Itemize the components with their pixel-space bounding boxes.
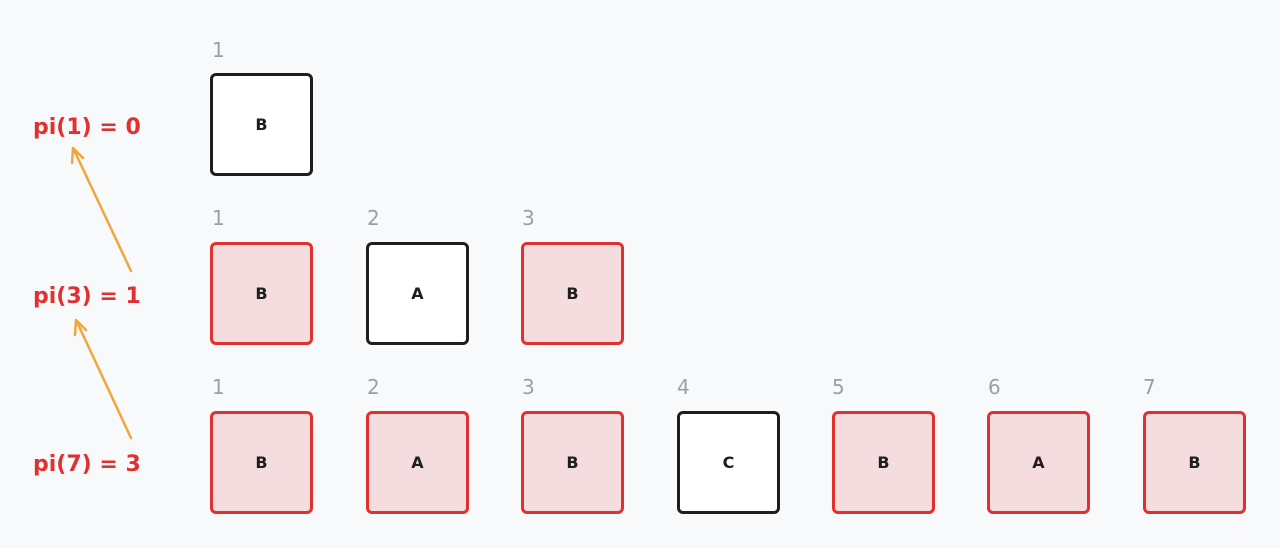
cell-row-3-1: B — [210, 411, 313, 514]
index-label: 6 — [988, 375, 1001, 399]
pi-label-row-1: pi(1) = 0 — [33, 115, 141, 140]
cell-row-3-4: C — [677, 411, 780, 514]
cell-row-3-5: B — [832, 411, 935, 514]
cell-row-2-2: A — [366, 242, 469, 345]
index-label: 7 — [1143, 375, 1156, 399]
cell-row-3-3: B — [521, 411, 624, 514]
index-label: 1 — [212, 38, 225, 62]
index-label: 2 — [367, 375, 380, 399]
index-label: 4 — [677, 375, 690, 399]
cell-row-1-1: B — [210, 73, 313, 176]
cell-row-2-1: B — [210, 242, 313, 345]
index-label: 1 — [212, 375, 225, 399]
cell-row-2-3: B — [521, 242, 624, 345]
index-label: 5 — [832, 375, 845, 399]
cell-row-3-7: B — [1143, 411, 1246, 514]
arrow-pi7-to-pi3 — [73, 318, 133, 440]
pi-label-row-3: pi(7) = 3 — [33, 452, 141, 477]
index-label: 1 — [212, 206, 225, 230]
index-label: 3 — [522, 375, 535, 399]
pi-label-row-2: pi(3) = 1 — [33, 284, 141, 309]
cell-row-3-2: A — [366, 411, 469, 514]
arrow-pi3-to-pi1 — [70, 146, 133, 273]
cell-row-3-6: A — [987, 411, 1090, 514]
index-label: 2 — [367, 206, 380, 230]
index-label: 3 — [522, 206, 535, 230]
